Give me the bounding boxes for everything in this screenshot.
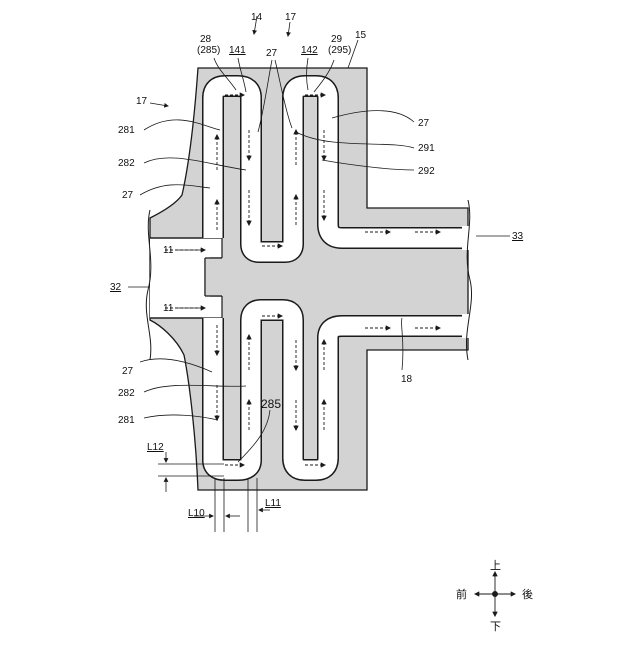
label-285-paren: (285) [197, 45, 220, 56]
label-11-upper: 11 [163, 245, 174, 256]
label-142: 142 [301, 45, 318, 56]
label-292: 292 [418, 166, 435, 177]
label-11-lower: 11 [163, 303, 174, 314]
label-27-left-lower: 27 [122, 366, 134, 377]
label-27-right: 27 [418, 118, 430, 129]
label-17-top: 17 [285, 12, 297, 23]
label-L11: L11 [265, 498, 281, 509]
label-295-paren: (295) [328, 45, 351, 56]
label-15: 15 [355, 30, 367, 41]
label-17-left: 17 [136, 96, 148, 107]
label-282-upper: 282 [118, 158, 135, 169]
label-27-left-upper: 27 [122, 190, 134, 201]
direction-compass [475, 572, 515, 616]
label-291: 291 [418, 143, 435, 154]
label-18: 18 [401, 374, 413, 385]
label-281-upper: 281 [118, 125, 135, 136]
label-141: 141 [229, 45, 246, 56]
direction-front-label: 前 [456, 587, 467, 601]
label-285-lower: 285 [261, 397, 281, 411]
label-32: 32 [110, 282, 122, 293]
label-14: 14 [251, 12, 263, 23]
label-L10: L10 [188, 508, 205, 519]
inlet-fill [150, 239, 210, 317]
label-27-top: 27 [266, 48, 278, 59]
label-282-lower: 282 [118, 388, 135, 399]
label-33: 33 [512, 231, 524, 242]
label-28: 28 [200, 34, 212, 45]
label-L12: L12 [147, 442, 164, 453]
direction-down-label: 下 [490, 620, 501, 633]
label-29: 29 [331, 34, 343, 45]
direction-back-label: 後 [522, 587, 533, 601]
label-281-lower: 281 [118, 415, 135, 426]
direction-up-label: 上 [490, 559, 501, 572]
